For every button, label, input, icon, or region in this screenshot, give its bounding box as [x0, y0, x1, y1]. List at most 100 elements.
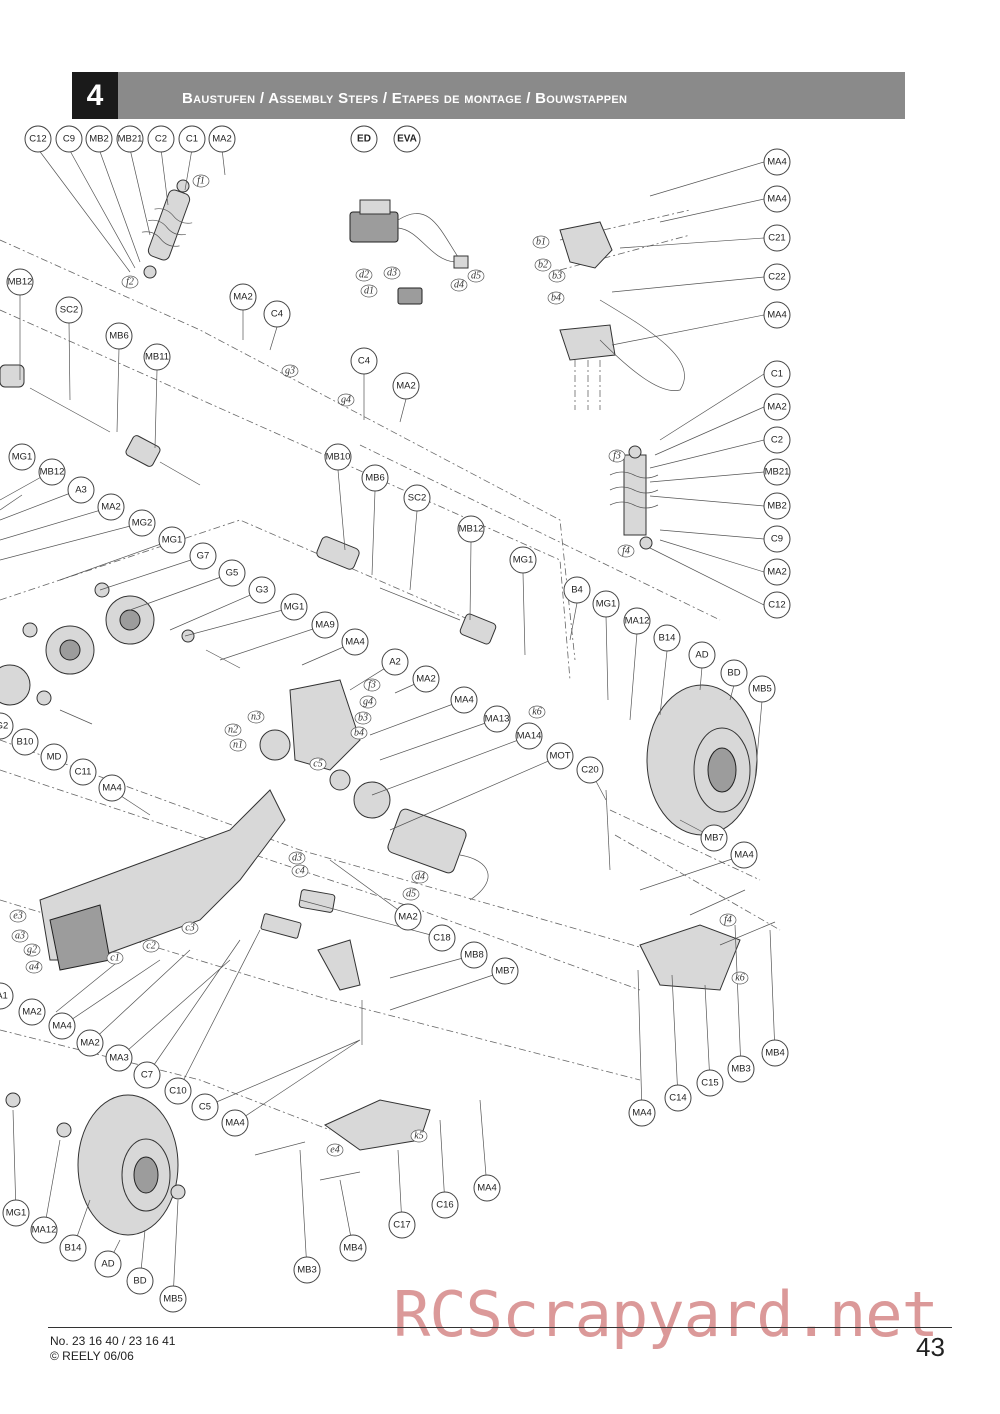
callout-c20: C20 — [576, 756, 604, 784]
svg-text:B10: B10 — [17, 737, 34, 748]
svg-text:MB21: MB21 — [765, 467, 790, 478]
tag-d1: d1 — [360, 284, 378, 298]
svg-text:MA12: MA12 — [625, 616, 650, 627]
tag-b1: b1 — [532, 235, 550, 249]
svg-text:e3: e3 — [13, 911, 22, 922]
exploded-assembly-diagram: C12 C9 MB2 MB21 C2 C1 MA2 ED EVA MA4 MA4… — [0, 125, 791, 1313]
svg-text:b2: b2 — [538, 260, 548, 271]
callout-c17: C17 — [388, 1211, 416, 1239]
svg-text:A1: A1 — [0, 991, 8, 1002]
svg-text:MA2: MA2 — [398, 912, 418, 923]
callout-a2: A2 — [381, 648, 409, 676]
svg-text:MA4: MA4 — [767, 194, 787, 205]
svg-text:MOT: MOT — [549, 751, 570, 762]
svg-text:MG1: MG1 — [513, 555, 534, 566]
tag-c3: c3 — [181, 921, 199, 935]
front-wheel — [646, 684, 758, 836]
tag-e4: e4 — [326, 1143, 344, 1157]
callout-mb7: MB7 — [700, 824, 728, 852]
svg-text:MB7: MB7 — [495, 966, 515, 977]
callout-ma2: MA2 — [229, 283, 257, 311]
svg-text:MA2: MA2 — [101, 502, 121, 513]
tag-k6: k6 — [731, 971, 749, 985]
svg-text:C2: C2 — [155, 134, 167, 145]
svg-text:d5: d5 — [406, 889, 416, 900]
rear-wheel — [5, 1092, 186, 1236]
svg-text:MB7: MB7 — [704, 833, 724, 844]
svg-text:C2: C2 — [771, 435, 783, 446]
callout-b14: B14 — [59, 1234, 87, 1262]
svg-text:MB5: MB5 — [752, 684, 772, 695]
svg-text:b3: b3 — [552, 271, 562, 282]
svg-text:MB11: MB11 — [145, 352, 169, 363]
page-number: 43 — [916, 1332, 945, 1362]
callout-mb5: MB5 — [748, 675, 776, 703]
step-header: 4 Baustufen / Assembly Steps / Etapes de… — [72, 72, 905, 119]
svg-text:c3: c3 — [185, 923, 194, 934]
footer-info: No. 23 16 40 / 23 16 41 © REELY 06/06 — [50, 1334, 175, 1364]
callout-mb11: MB11 — [143, 343, 171, 371]
svg-text:B14: B14 — [65, 1243, 82, 1254]
svg-text:g3: g3 — [285, 366, 295, 377]
svg-text:MG2: MG2 — [132, 518, 153, 529]
callout-ma2: MA2 — [763, 393, 791, 421]
svg-text:MA3: MA3 — [109, 1053, 129, 1064]
svg-text:MB5: MB5 — [163, 1294, 183, 1305]
svg-text:c2: c2 — [146, 941, 155, 952]
svg-text:e4: e4 — [330, 1145, 339, 1156]
svg-text:MA12: MA12 — [32, 1225, 57, 1236]
svg-text:C7: C7 — [141, 1070, 153, 1081]
callout-ma4: MA4 — [473, 1174, 501, 1202]
svg-text:MA4: MA4 — [734, 850, 754, 861]
speed-controller — [349, 199, 469, 305]
callout-c4: C4 — [263, 300, 291, 328]
callout-a1: A1 — [0, 982, 14, 1010]
callout-ma4: MA4 — [628, 1099, 656, 1127]
tag-d4: d4 — [450, 278, 468, 292]
tag-f3: f3 — [608, 449, 626, 463]
svg-text:C9: C9 — [63, 134, 75, 145]
callout-mb4: MB4 — [761, 1039, 789, 1067]
callout-g2: G2 — [0, 712, 14, 740]
svg-text:MB2: MB2 — [89, 134, 109, 145]
svg-text:C4: C4 — [271, 309, 283, 320]
callout-ma2: MA2 — [392, 372, 420, 400]
tag-c4: c4 — [291, 864, 309, 878]
callout-mg1: MG1 — [592, 590, 620, 618]
callout-ma12: MA12 — [623, 607, 651, 635]
svg-text:MB3: MB3 — [731, 1064, 751, 1075]
svg-text:b4: b4 — [354, 728, 364, 739]
callout-ma4: MA4 — [763, 185, 791, 213]
gearbox-housing — [259, 679, 391, 819]
callout-c2: C2 — [147, 125, 175, 153]
svg-text:MG1: MG1 — [6, 1208, 27, 1219]
callout-bd: BD — [126, 1267, 154, 1295]
callout-mb10: MB10 — [324, 443, 352, 471]
svg-text:MA4: MA4 — [225, 1118, 245, 1129]
svg-text:G2: G2 — [0, 721, 8, 732]
callout-ed: ED — [350, 125, 378, 153]
svg-text:n1: n1 — [233, 740, 243, 751]
callout-c2: C2 — [763, 426, 791, 454]
front-suspension-arm — [639, 889, 776, 991]
callout-c21: C21 — [763, 224, 791, 252]
svg-text:AD: AD — [101, 1259, 114, 1270]
callout-mb12: MB12 — [6, 268, 34, 296]
callout-g3: G3 — [248, 576, 276, 604]
tag-f4: f4 — [617, 544, 635, 558]
callout-c22: C22 — [763, 263, 791, 291]
svg-text:MB3: MB3 — [297, 1265, 317, 1276]
tag-n3: n3 — [247, 710, 265, 724]
callout-mb2: MB2 — [85, 125, 113, 153]
svg-text:MB2: MB2 — [767, 501, 787, 512]
callout-b4: B4 — [563, 576, 591, 604]
tag-b4: b4 — [350, 726, 368, 740]
callout-ma2: MA2 — [412, 665, 440, 693]
callout-ma2: MA2 — [76, 1029, 104, 1057]
tag-c5: c5 — [309, 757, 327, 771]
callout-c12: C12 — [24, 125, 52, 153]
svg-text:f2: f2 — [126, 277, 134, 288]
svg-text:MA4: MA4 — [477, 1183, 497, 1194]
svg-text:MB12: MB12 — [40, 467, 65, 478]
svg-text:C1: C1 — [771, 369, 783, 380]
